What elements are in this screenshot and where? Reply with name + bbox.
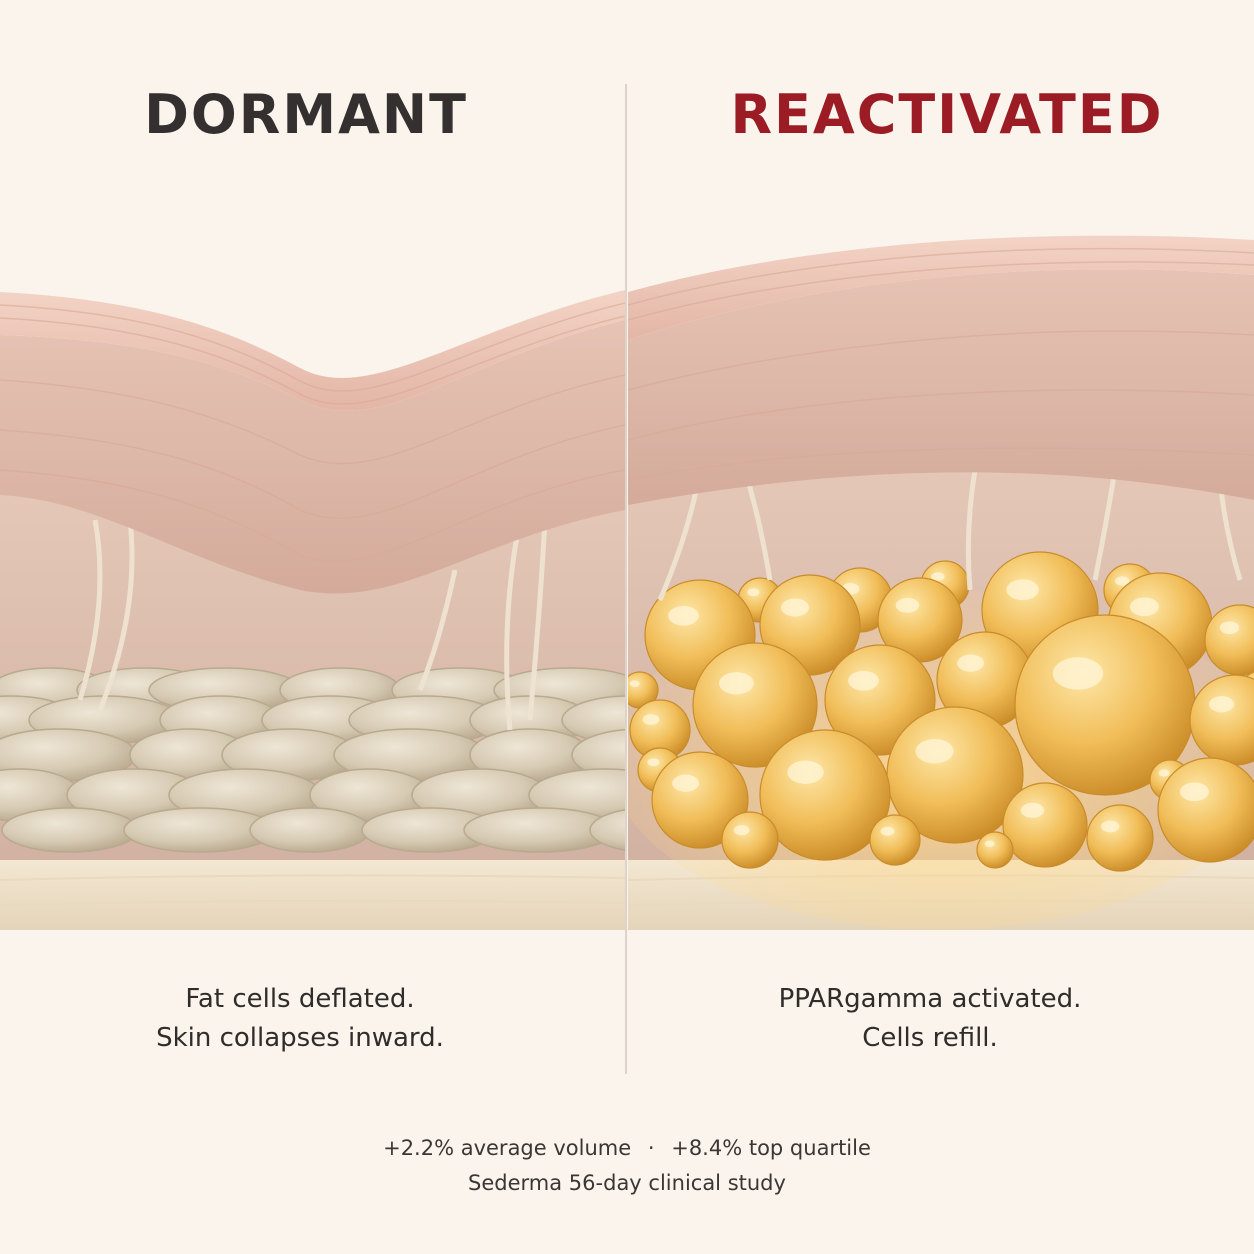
study-results: +2.2% average volume · +8.4% top quartil… [0,1133,1254,1163]
dormant-caption-line-2: Skin collapses inward. [156,1023,444,1053]
dormant-caption: Fat cells deflated. Skin collapses inwar… [0,980,600,1058]
cell-highlight [1020,802,1045,818]
reactivated-fat-cell [759,574,861,676]
cell-highlight [719,672,754,695]
cell-highlight [747,588,760,597]
cell-highlight [1114,576,1130,586]
dermis-layer [0,320,625,594]
cell-highlight [931,572,945,581]
cell-highlight [733,825,750,836]
cell-highlight [1129,597,1159,617]
reactivated-fat-cell [1086,804,1154,872]
cell-highlight [1179,782,1209,802]
volume-stat: +2.2% average volume [383,1136,632,1160]
dermis-layer [628,269,1254,505]
reactivated-fat-cells [628,551,1254,872]
fascia-layer [0,858,625,930]
cell-highlight [984,840,995,847]
cell-highlight [1052,657,1104,690]
stat-separator: · [647,1136,655,1160]
cell-highlight [915,738,954,764]
epidermis-layer [0,290,625,411]
cell-highlight [787,760,824,784]
reactivated-caption-line-2: Cells refill. [862,1023,998,1053]
cell-highlight [880,826,895,836]
dormant-cross-section [0,290,625,930]
study-source: Sederma 56-day clinical study [468,1171,786,1195]
reactivated-fat-cell [976,831,1014,869]
reactivated-cross-section [628,235,1254,930]
reactivated-caption-line-1: PPARgamma activated. [778,984,1082,1014]
cell-highlight [642,714,660,725]
panel-divider [625,84,627,1074]
cell-highlight [781,598,809,617]
reactivated-fat-cell [869,814,921,866]
dormant-fat-cell [571,728,625,782]
dormant-caption-line-1: Fat cells deflated. [185,984,415,1014]
cell-highlight [668,605,699,626]
cell-highlight [957,654,985,672]
reactivated-fat-cell [692,642,818,768]
cell-highlight [848,670,879,691]
dormant-title: DORMANT [144,83,468,146]
reactivated-fat-cell [651,751,749,849]
cell-highlight [672,774,700,792]
dormant-fat-cell [589,809,625,851]
dormant-fat-cell [1,807,139,853]
fibrous-septa [77,519,548,731]
cell-highlight [895,597,920,613]
dormant-fat-cells [0,667,625,853]
reactivated-caption: PPARgamma activated. Cells refill. [630,980,1230,1058]
dormant-fat-cell [249,807,371,853]
cell-highlight [1158,769,1170,777]
cell-highlight [629,680,640,687]
reactivated-fat-cell [759,729,891,861]
quartile-stat: +8.4% top quartile [671,1136,871,1160]
cell-highlight [1006,579,1039,601]
cell-highlight [1219,621,1240,635]
reactivated-title: REACTIVATED [730,83,1164,146]
cell-highlight [1208,696,1235,713]
cell-highlight [647,758,660,767]
reactivated-fat-cell [1002,782,1088,868]
cell-highlight [1100,820,1120,833]
reactivated-fat-cell [721,811,779,869]
reactivated-fat-cell [1157,757,1254,863]
